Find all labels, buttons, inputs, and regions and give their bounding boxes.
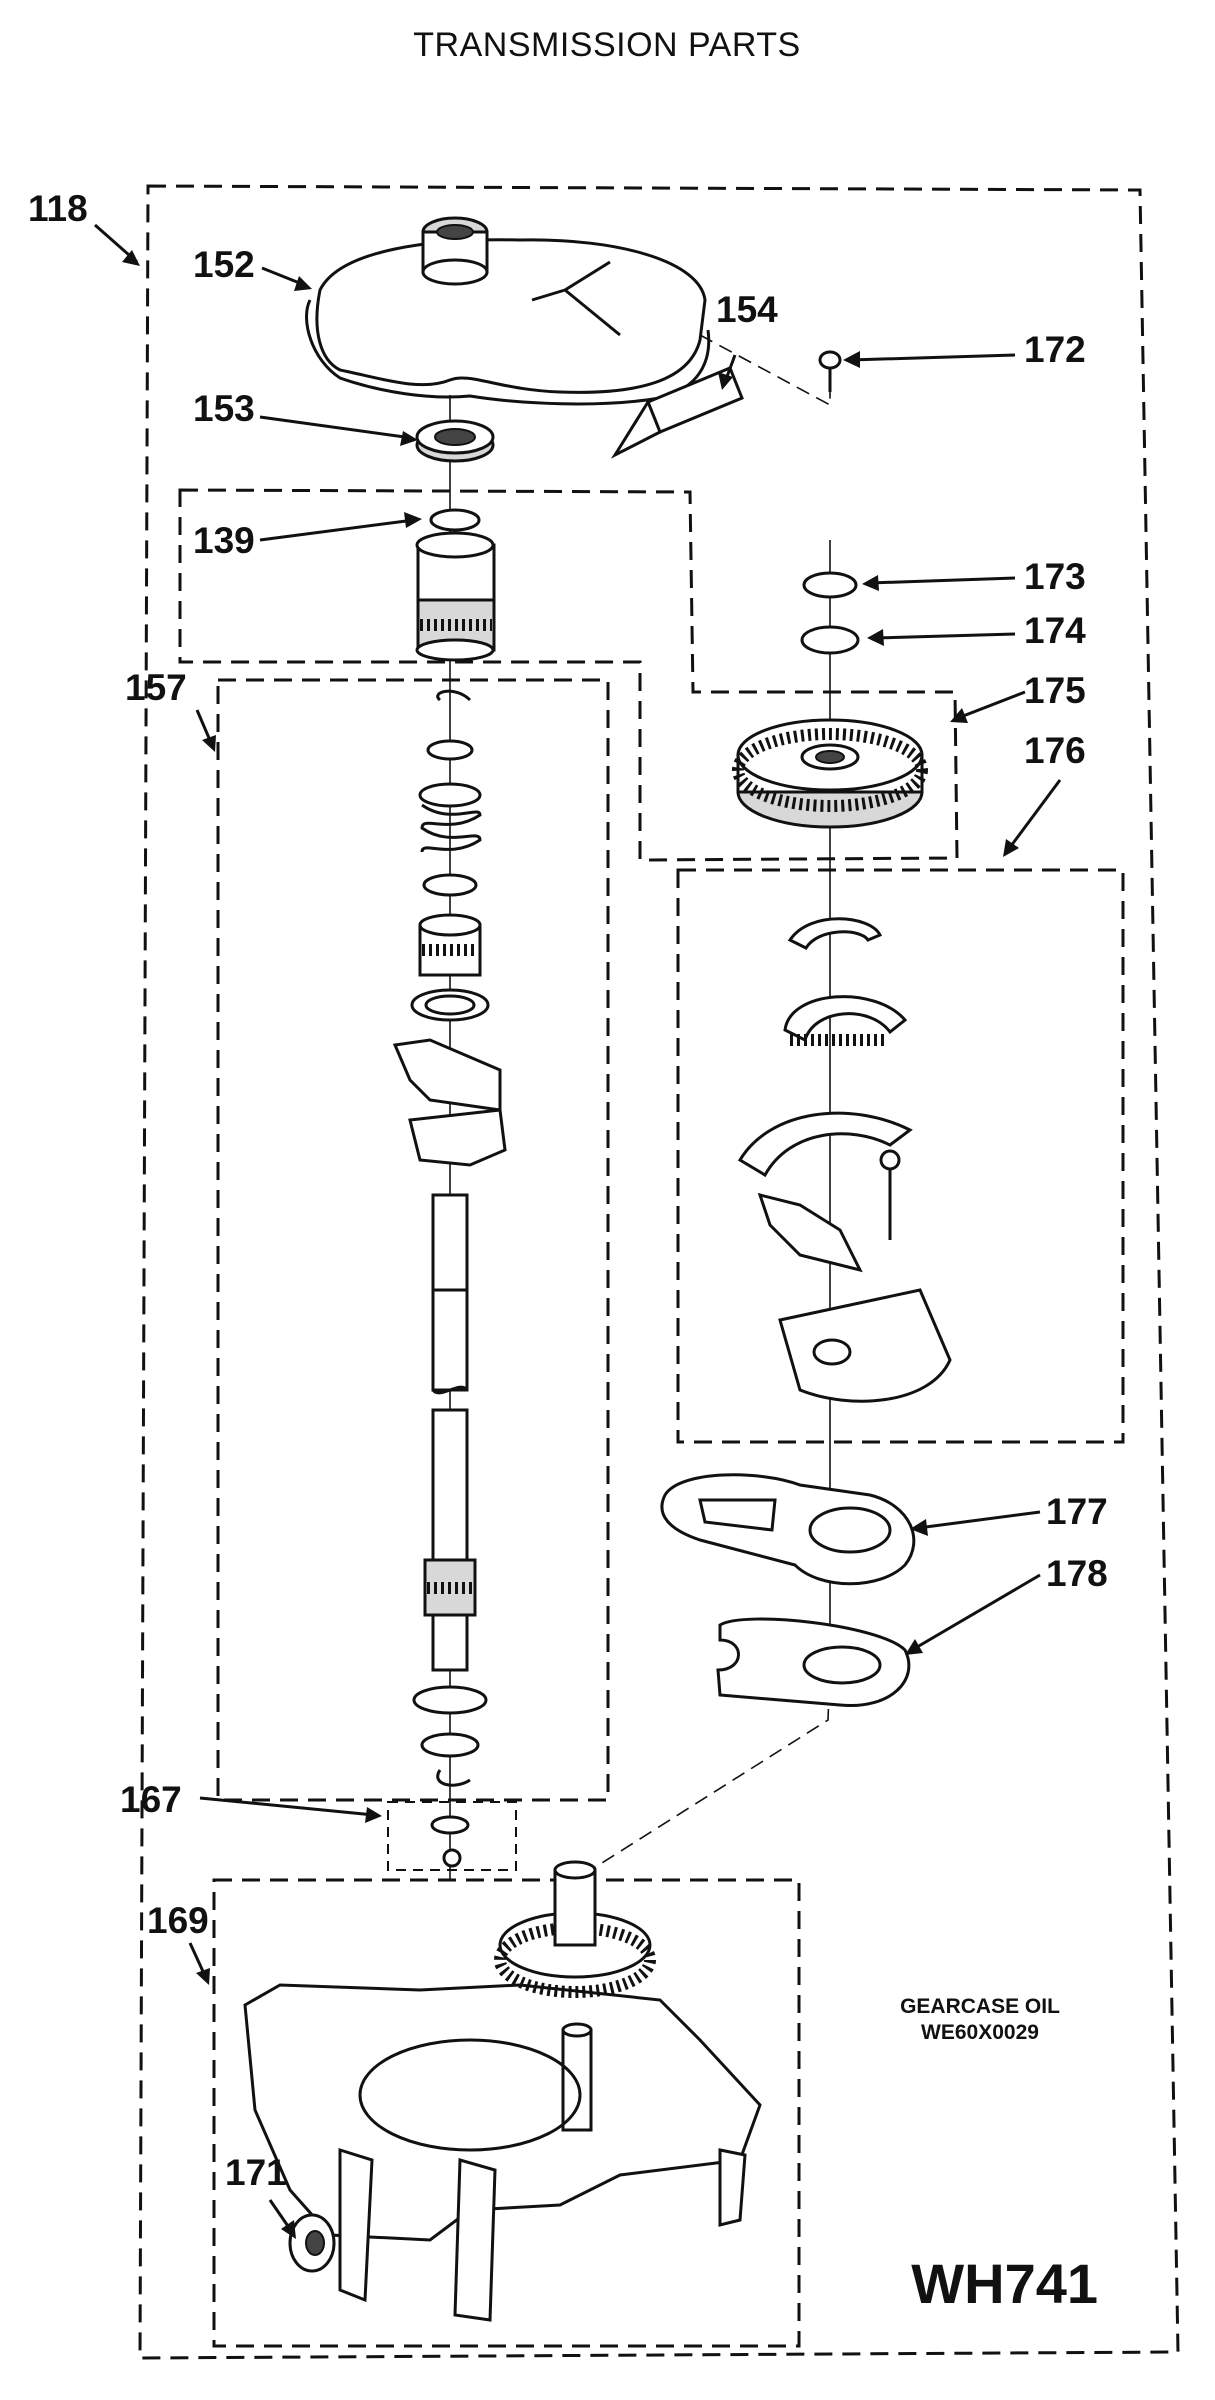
callout-175: 175: [1024, 670, 1086, 711]
callout-118: 118: [28, 188, 88, 229]
gearcase-oil-part-number: WE60X0029: [921, 2021, 1039, 2044]
sealant-tube-part-154: [610, 366, 744, 459]
screw-part-172: [818, 350, 842, 392]
boundary-176: [676, 868, 1125, 1444]
callout-169: 169: [147, 1900, 209, 1941]
assembly-boundary-118: [138, 184, 1180, 2360]
bushing-part-171: [288, 2213, 336, 2273]
callout-172: 172: [1024, 329, 1086, 370]
washer-part-174: [800, 625, 860, 655]
callout-153: 153: [193, 388, 255, 429]
leader-lines: [94, 223, 1062, 2239]
right-axis-connector: [574, 1664, 831, 1881]
gear-part-175: [732, 718, 928, 829]
gearcase-housing-part-169: [243, 1860, 762, 2322]
callout-174: 174: [1024, 610, 1086, 651]
boundary-157: [216, 678, 610, 1802]
gearcase-oil-label: GEARCASE OIL: [900, 1995, 1060, 2018]
callout-171: 171: [225, 2152, 287, 2193]
callout-173: 173: [1024, 556, 1086, 597]
boundary-167: [387, 1801, 517, 1871]
washer-part-167: [430, 1815, 470, 1868]
callout-176: 176: [1024, 730, 1086, 771]
lever-plate-part-178: [716, 1617, 911, 1708]
boundary-169: [212, 1878, 801, 2348]
boundary-139-175: [178, 488, 959, 862]
callout-139: 139: [193, 520, 255, 561]
model-number: WH741: [911, 2252, 1098, 2315]
seal-part-153: [415, 419, 495, 463]
pinion-part-139: [415, 508, 496, 662]
callout-154: 154: [716, 289, 778, 330]
callout-157: 157: [125, 667, 187, 708]
callout-177: 177: [1046, 1491, 1108, 1532]
diagram-title: TRANSMISSION PARTS: [413, 26, 800, 64]
callout-167: 167: [120, 1779, 182, 1820]
callout-152: 152: [193, 244, 255, 285]
gearcase-cover-part-152: [305, 216, 711, 406]
shift-assembly-part-176: [737, 917, 952, 1403]
shaft-assembly-part-157: [392, 689, 507, 1787]
washer-part-173: [802, 571, 858, 599]
shift-lever-part-177: [660, 1473, 916, 1586]
callout-178: 178: [1046, 1553, 1108, 1594]
